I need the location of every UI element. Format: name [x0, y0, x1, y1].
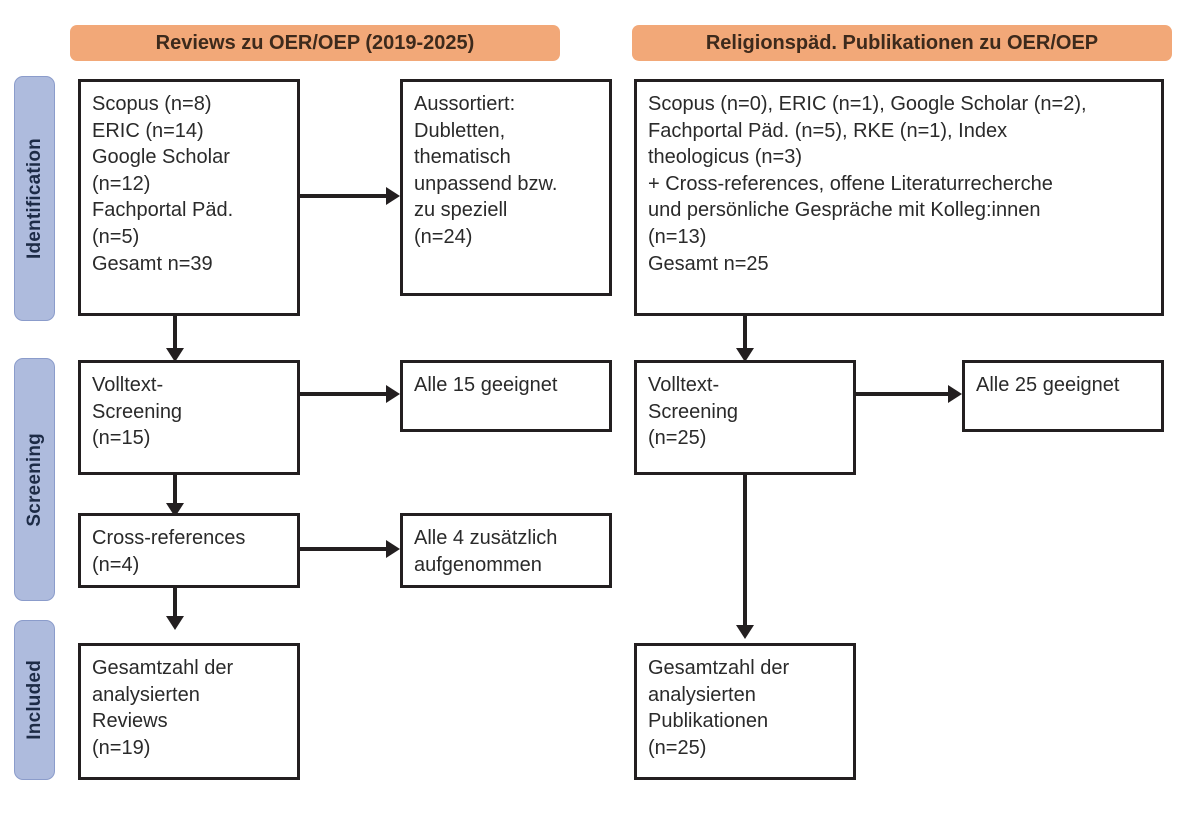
- box-left-identification: Scopus (n=8) ERIC (n=14) Google Scholar …: [78, 79, 300, 316]
- box-right-identification: Scopus (n=0), ERIC (n=1), Google Scholar…: [634, 79, 1164, 316]
- arrowhead-right-screening-to-included: [736, 625, 754, 639]
- box-right-included: Gesamtzahl der analysierten Publikatione…: [634, 643, 856, 780]
- stage-label-screening-text: Screening: [23, 432, 45, 527]
- connector-left-screening-to-result: [300, 392, 388, 396]
- box-left-screening: Volltext- Screening (n=15): [78, 360, 300, 475]
- connector-left-ident-to-screening: [173, 316, 177, 352]
- box-left-screening-result: Alle 15 geeignet: [400, 360, 612, 432]
- box-right-screening: Volltext- Screening (n=25): [634, 360, 856, 475]
- stage-label-screening: Screening: [14, 358, 55, 601]
- box-left-crossrefs-result: Alle 4 zusätzlich aufgenommen: [400, 513, 612, 588]
- stage-label-identification-text: Identification: [23, 137, 45, 260]
- connector-left-crossrefs-to-result: [300, 547, 388, 551]
- arrowhead-left-ident-to-excluded: [386, 187, 400, 205]
- connector-right-ident-to-screening: [743, 316, 747, 352]
- arrowhead-left-ident-to-screening: [166, 348, 184, 362]
- arrowhead-left-screening-to-result: [386, 385, 400, 403]
- connector-left-ident-to-excluded: [300, 194, 388, 198]
- arrowhead-right-ident-to-screening: [736, 348, 754, 362]
- connector-right-screening-to-included: [743, 475, 747, 630]
- stage-label-included: Included: [14, 620, 55, 780]
- column-header-reviews: Reviews zu OER/OEP (2019-2025): [70, 25, 560, 61]
- arrowhead-left-crossrefs-to-included: [166, 616, 184, 630]
- stage-label-identification: Identification: [14, 76, 55, 321]
- arrowhead-right-screening-to-result: [948, 385, 962, 403]
- column-header-publications: Religionspäd. Publikationen zu OER/OEP: [632, 25, 1172, 61]
- box-left-included: Gesamtzahl der analysierten Reviews (n=1…: [78, 643, 300, 780]
- box-left-excluded: Aussortiert: Dubletten, thematisch unpas…: [400, 79, 612, 296]
- connector-left-crossrefs-to-included: [173, 588, 177, 620]
- box-right-screening-result: Alle 25 geeignet: [962, 360, 1164, 432]
- connector-left-screening-to-crossrefs: [173, 475, 177, 507]
- arrowhead-left-crossrefs-to-result: [386, 540, 400, 558]
- column-header-publications-text: Religionspäd. Publikationen zu OER/OEP: [705, 31, 1099, 54]
- connector-right-screening-to-result: [856, 392, 950, 396]
- stage-label-included-text: Included: [23, 660, 45, 740]
- box-left-crossrefs: Cross-references (n=4): [78, 513, 300, 588]
- column-header-reviews-text: Reviews zu OER/OEP (2019-2025): [155, 31, 475, 54]
